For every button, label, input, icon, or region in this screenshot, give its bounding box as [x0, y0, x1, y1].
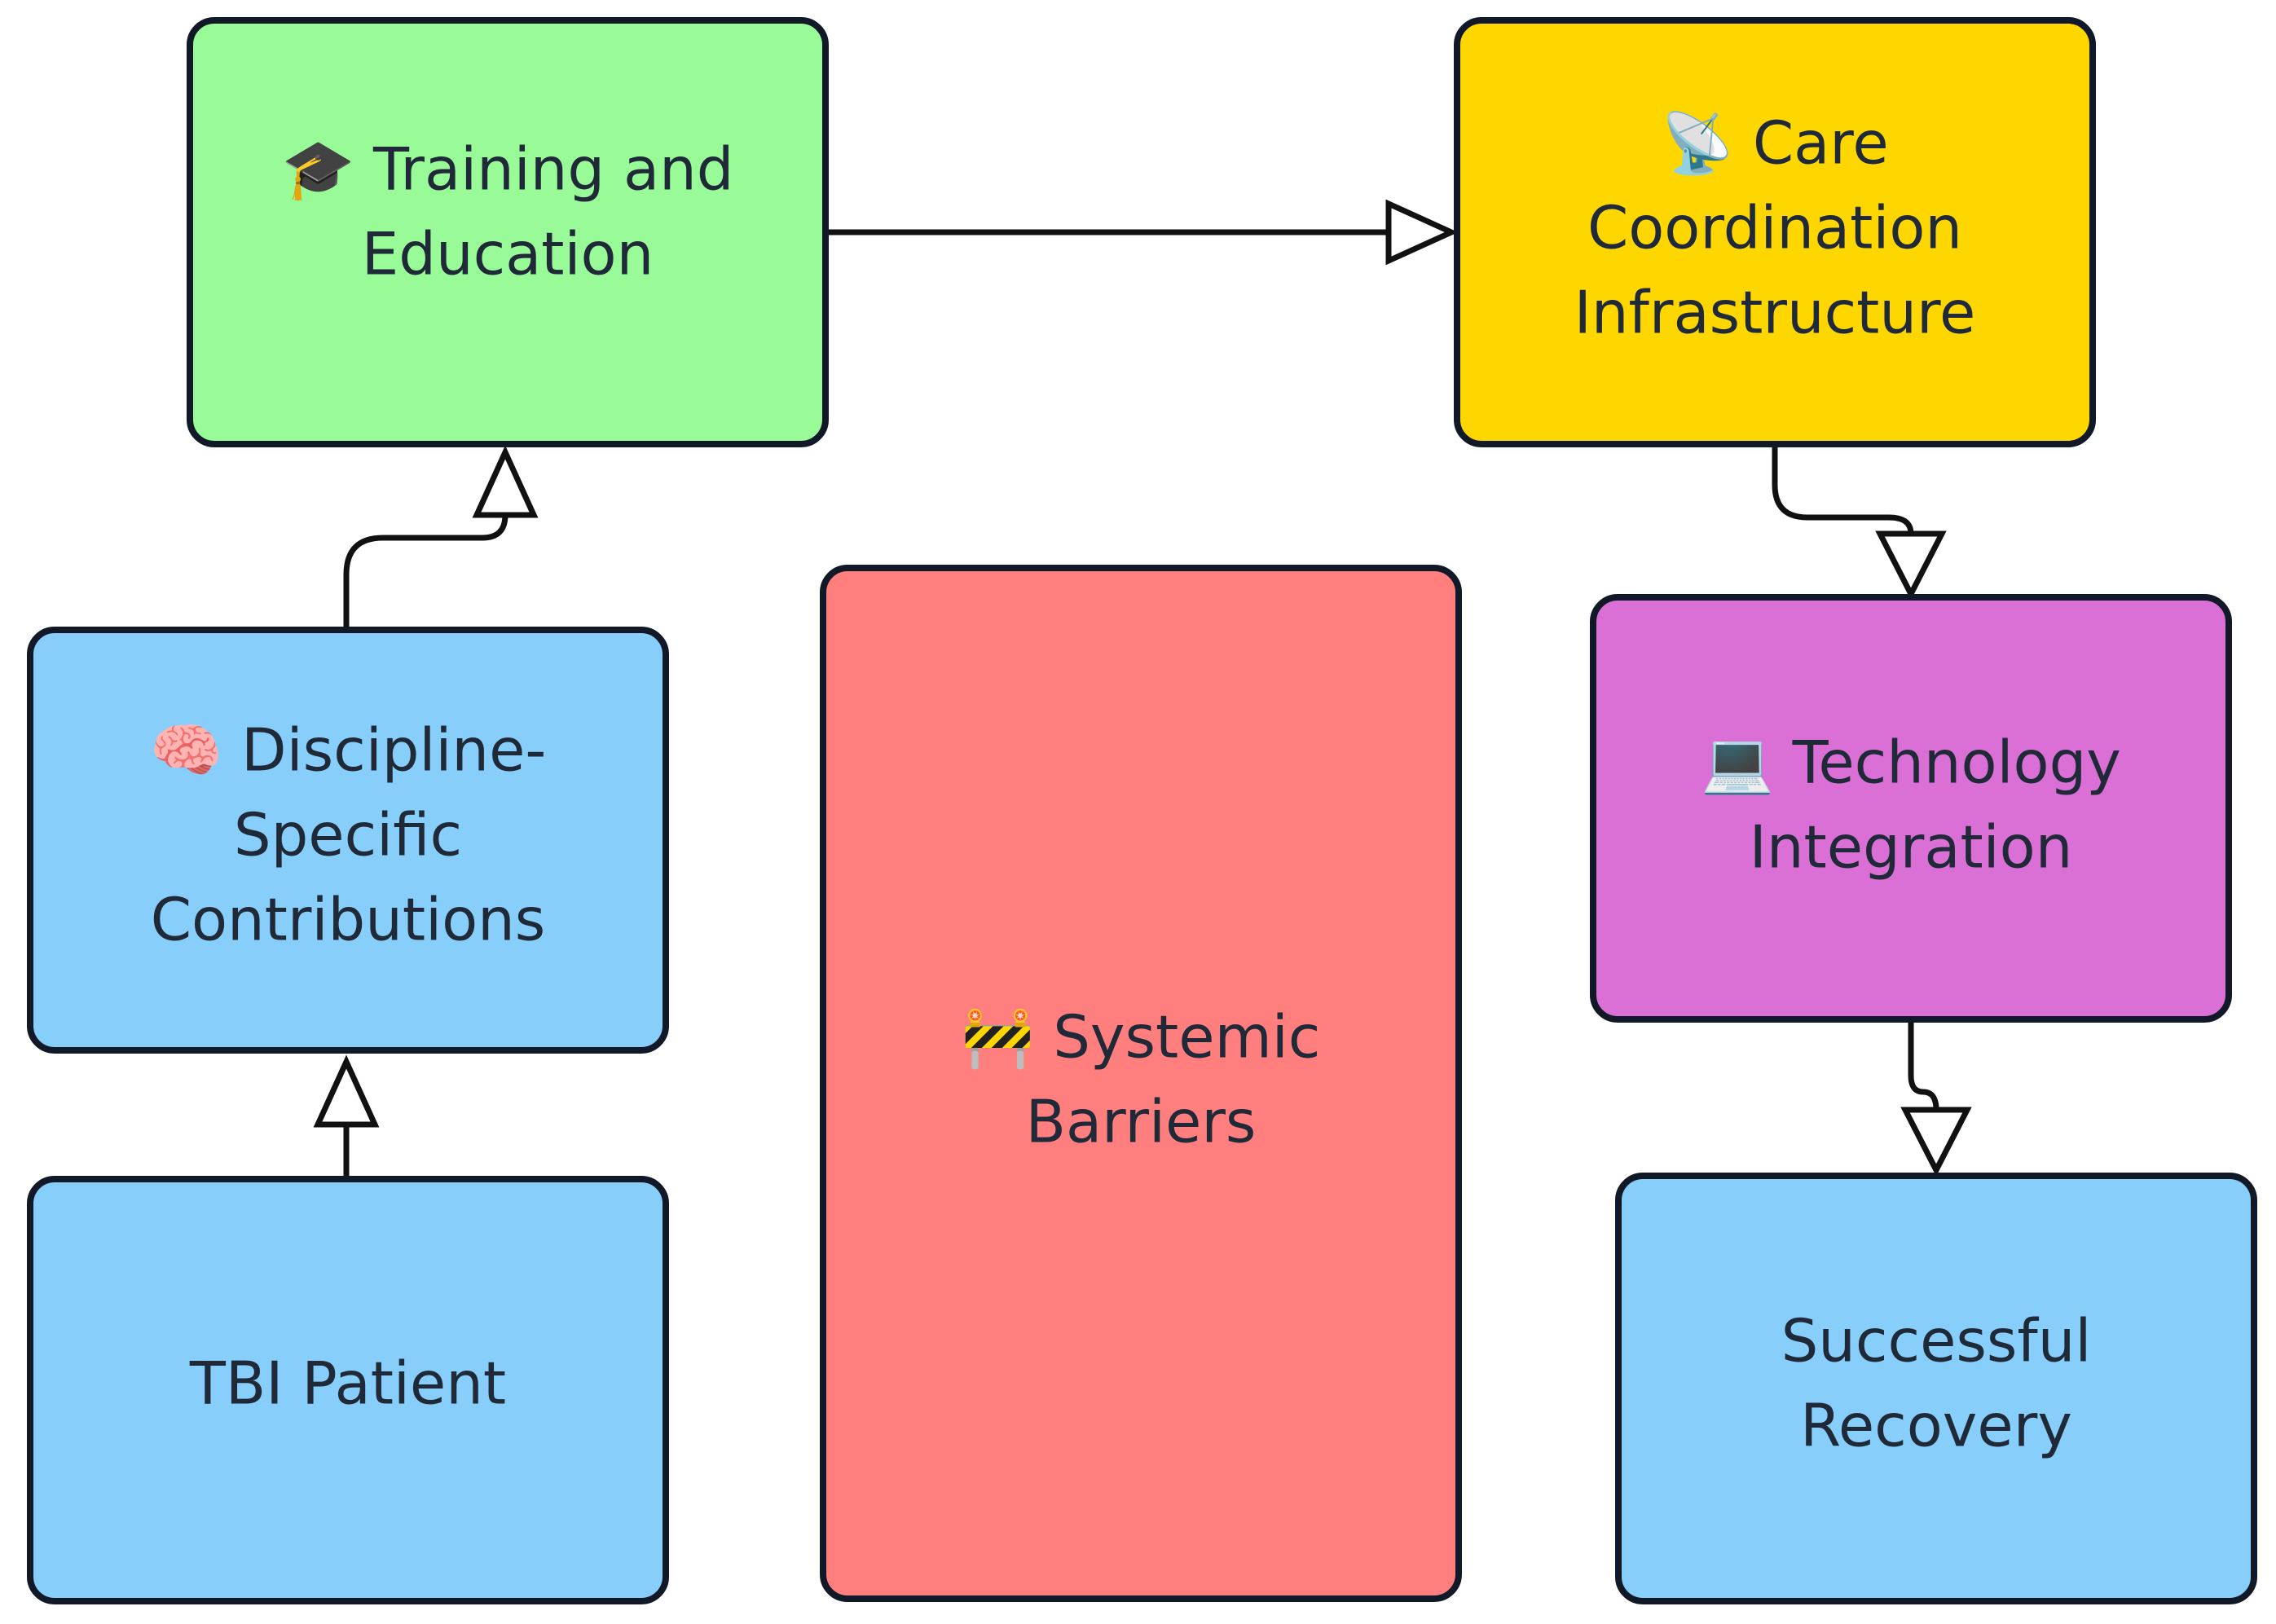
arrowhead-icon: [1900, 1107, 1972, 1177]
node-label-patient-line-1: TBI Patient: [189, 1349, 506, 1418]
node-label-technology-line-1: 💻 Technology: [1701, 728, 2121, 797]
arrowhead-icon: [1875, 530, 1947, 601]
edges-layer: [313, 199, 1972, 1182]
node-label-care-line-2: Coordination: [1587, 194, 1962, 262]
node-label-discipline-line-2: Specific: [234, 801, 462, 869]
node-label-care-line-1: 📡 Care: [1661, 107, 1888, 178]
edge-training-to-care: [822, 199, 1459, 266]
arrowhead-icon: [313, 1054, 380, 1128]
edge-discipline-to-training: [343, 445, 539, 633]
edge-line: [1908, 1016, 1939, 1113]
node-box-technology: [1590, 594, 2232, 1023]
node-box-care: [1454, 17, 2096, 447]
node-label-discipline-line-3: Contributions: [151, 886, 546, 954]
edge-care-to-technology: [1772, 441, 1947, 601]
node-label-barriers-line-2: Barriers: [1026, 1088, 1257, 1156]
node-label-care-line-3: Infrastructure: [1574, 279, 1976, 347]
node-box-recovery: [1615, 1173, 2257, 1604]
node-label-recovery-line-2: Recovery: [1800, 1392, 2072, 1460]
node-box-discipline: [27, 627, 669, 1054]
arrowhead-icon: [1385, 199, 1459, 266]
node-label-discipline-line-1: 🧠 Discipline-: [150, 716, 547, 785]
node-box-barriers: [820, 565, 1462, 1602]
edge-patient-to-discipline: [313, 1054, 380, 1182]
node-box-patient: [27, 1176, 669, 1604]
arrowhead-icon: [472, 445, 539, 518]
node-label-training-line-1: 🎓 Training and: [282, 135, 734, 204]
edge-line: [1772, 441, 1914, 537]
edge-technology-to-recovery: [1900, 1016, 1972, 1177]
node-label-barriers-line-1: 🚧 Systemic: [962, 1003, 1321, 1072]
node-label-training-line-2: Education: [362, 220, 654, 288]
node-label-technology-line-2: Integration: [1750, 813, 2073, 882]
edge-line: [343, 512, 508, 633]
node-box-training: [187, 17, 829, 447]
node-patient: TBI Patient: [27, 1176, 669, 1604]
node-label-recovery-line-1: Successful: [1781, 1307, 2092, 1375]
